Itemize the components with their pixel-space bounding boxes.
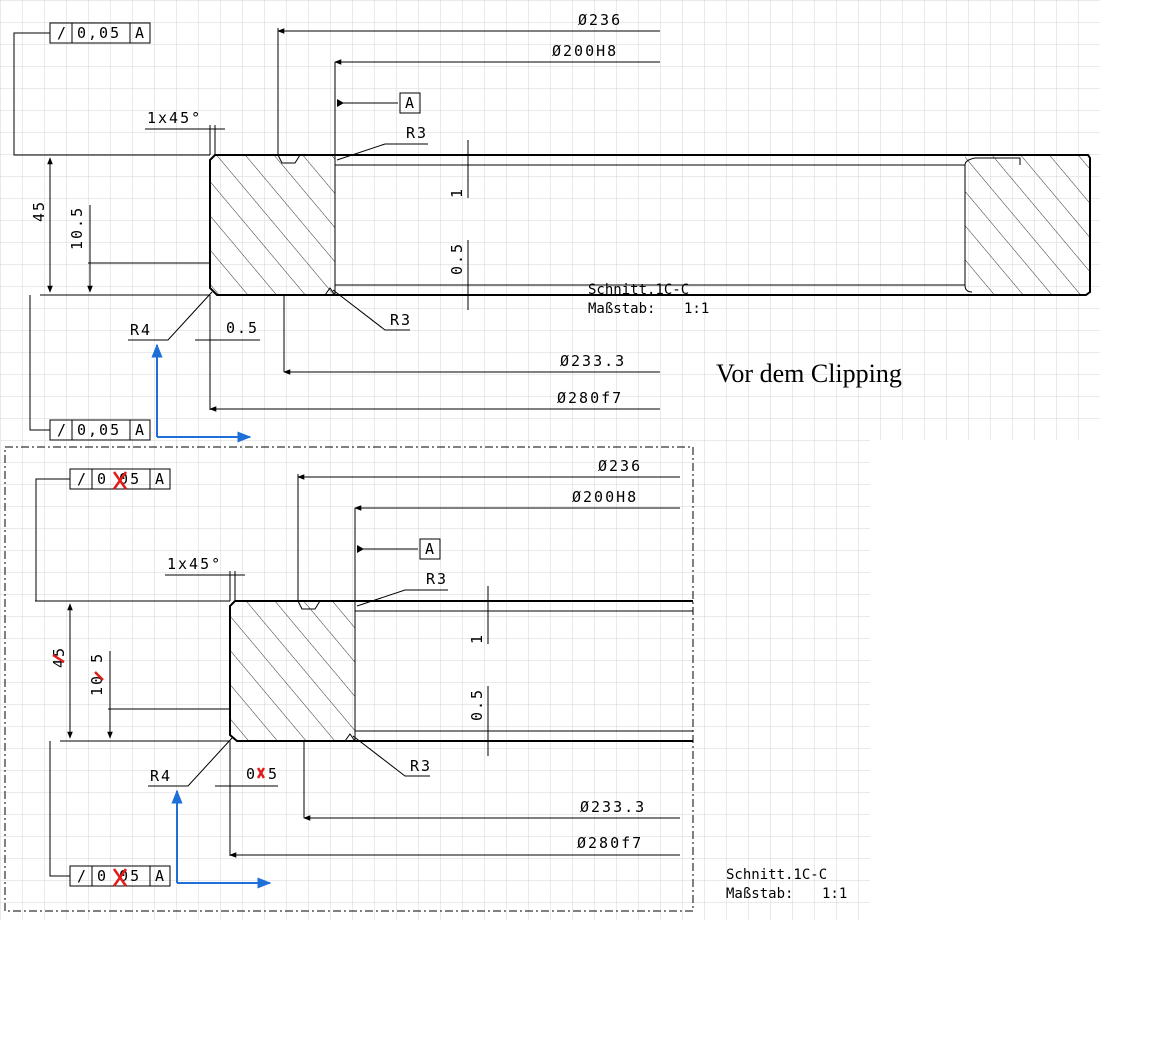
upper-scale-label: Maßstab: xyxy=(588,301,655,317)
upper-dim-d200: Ø200H8 xyxy=(552,42,618,60)
lower-scale-value: 1:1 xyxy=(822,886,847,902)
svg-text:A: A xyxy=(155,470,164,488)
lower-view: Ø236 Ø200H8 Ø233.3 Ø280f7 A 1x45° R3 R3 … xyxy=(4,446,847,912)
lower-dim-r3-bottom: R3 xyxy=(410,757,432,775)
lower-dim-v1: 1 xyxy=(468,633,486,644)
lower-scale-label: Maßstab: xyxy=(726,886,793,902)
lower-section-title: Schnitt.1C-C xyxy=(726,867,827,883)
lower-dim-h45: 45 xyxy=(50,646,68,668)
lower-hatch xyxy=(230,601,355,741)
lower-dim-r4: R4 xyxy=(150,767,172,785)
svg-text:A: A xyxy=(135,421,144,439)
upper-dim-d233: Ø233.3 xyxy=(560,352,626,370)
upper-hatch-right xyxy=(965,155,1090,295)
lower-dim-d236: Ø236 xyxy=(598,457,642,475)
lower-datum-box xyxy=(419,538,441,560)
svg-text:0,05: 0,05 xyxy=(77,24,121,42)
upper-scale-value: 1:1 xyxy=(684,301,709,317)
upper-dim-v0-5: 0.5 xyxy=(448,242,466,275)
upper-view: Ø236 Ø200H8 Ø233.3 Ø280f7 A 1x45° R3 R3 … xyxy=(13,11,1091,443)
upper-datum-box xyxy=(399,92,421,114)
upper-dim-d280: Ø280f7 xyxy=(557,389,623,407)
upper-dim-r3-bottom: R3 xyxy=(390,311,412,329)
upper-hatch-left xyxy=(210,155,335,295)
lower-dim-chamfer: 1x45° xyxy=(167,555,222,573)
upper-dim-v1: 1 xyxy=(448,187,466,198)
grid-lower xyxy=(0,440,870,920)
grid-upper xyxy=(0,0,1100,440)
lower-dim-r3-top: R3 xyxy=(426,570,448,588)
svg-text:/: / xyxy=(57,421,66,439)
lower-datum-label: A xyxy=(425,540,434,558)
upper-dim-d236: Ø236 xyxy=(578,11,622,29)
upper-dim-r4: R4 xyxy=(130,321,152,339)
svg-text:A: A xyxy=(155,867,164,885)
svg-text:/: / xyxy=(57,24,66,42)
svg-text:/: / xyxy=(77,470,86,488)
upper-dim-r3-top: R3 xyxy=(406,124,428,142)
upper-section-title: Schnitt.1C-C xyxy=(588,282,689,298)
upper-dim-h45: 45 xyxy=(30,200,48,222)
lower-tolerance-frame-top: / 0 05 A xyxy=(69,468,171,490)
lower-dim-d200: Ø200H8 xyxy=(572,488,638,506)
lower-part-outline xyxy=(229,600,693,742)
upper-dim-h0-5: 0.5 xyxy=(226,319,259,337)
svg-text:/: / xyxy=(77,867,86,885)
clipped-text-marks xyxy=(52,471,266,887)
upper-tolerance-frame-bottom: / 0,05 A xyxy=(49,419,151,441)
clip-boundary xyxy=(4,446,694,912)
svg-text:0,05: 0,05 xyxy=(77,421,121,439)
lower-dim-d280: Ø280f7 xyxy=(577,834,643,852)
upper-tolerance-frame-top: / 0,05 A xyxy=(49,22,151,44)
upper-dim-chamfer: 1x45° xyxy=(147,109,202,127)
svg-text:A: A xyxy=(135,24,144,42)
upper-datum-label: A xyxy=(405,94,414,112)
clipping-note: Vor dem Clipping xyxy=(716,359,902,388)
upper-dim-h10-5: 10.5 xyxy=(68,206,86,250)
lower-dim-v0-5: 0.5 xyxy=(468,688,486,721)
lower-dim-d233: Ø233.3 xyxy=(580,798,646,816)
